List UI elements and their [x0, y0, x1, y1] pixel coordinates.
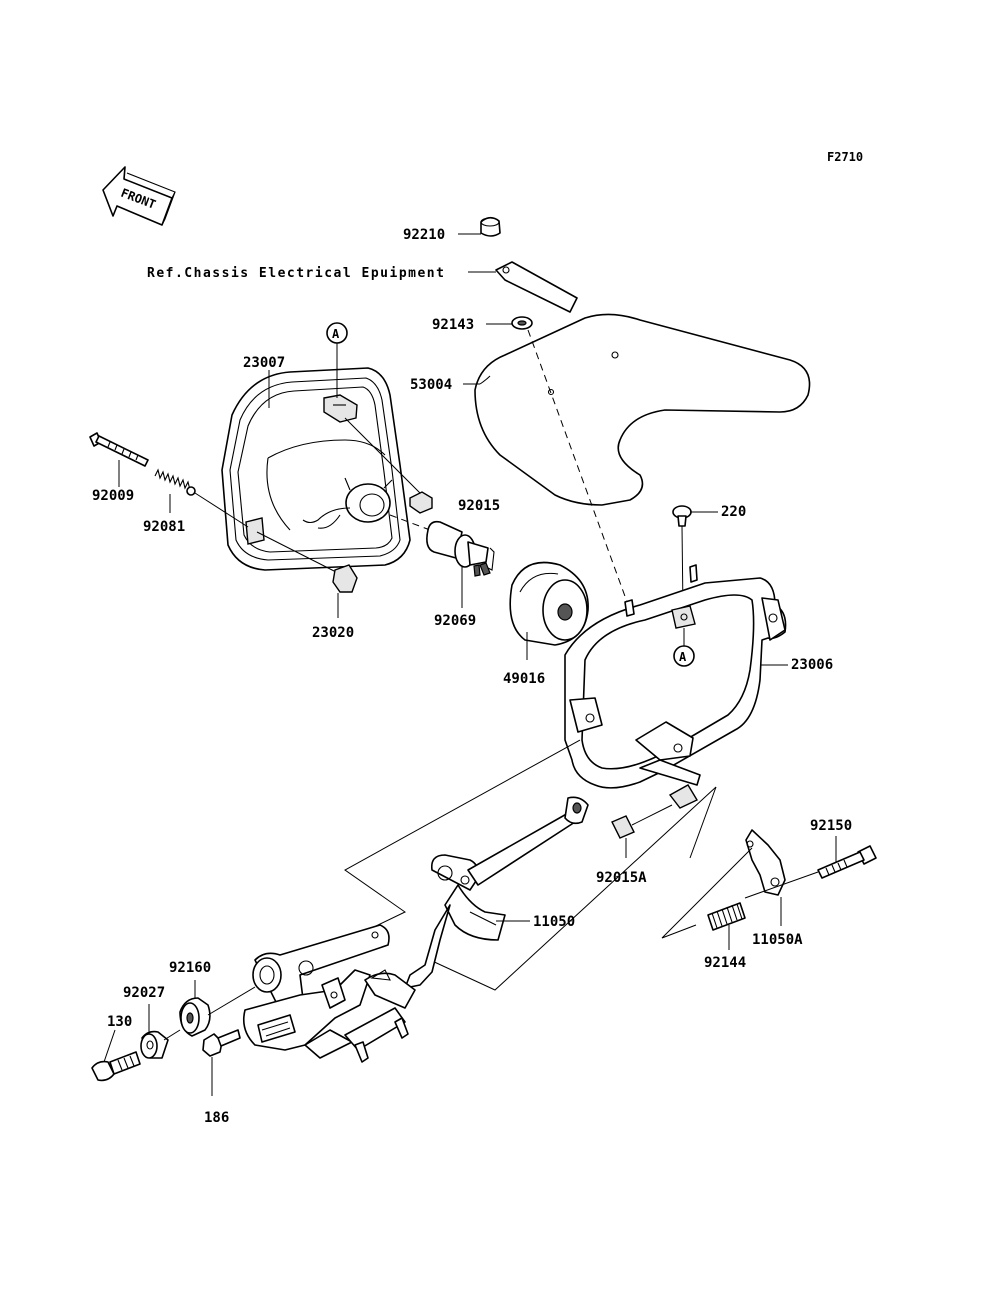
headlight-unit-23007 — [221, 367, 411, 571]
reference-note: Ref.Chassis Electrical Epuipment — [147, 266, 445, 281]
ref-strap — [495, 261, 578, 313]
part-label-220: 220 — [721, 504, 746, 520]
callout-a-frame-label: A — [679, 650, 687, 664]
lower-mount-bracket — [242, 924, 416, 1063]
part-label-11050: 11050 — [533, 914, 575, 930]
screw-220 — [672, 505, 692, 527]
part-label-92015A: 92015A — [596, 870, 647, 886]
part-label-92081: 92081 — [143, 519, 185, 535]
part-label-92015: 92015 — [458, 498, 500, 514]
spring-92081 — [154, 468, 196, 496]
spring-92144 — [707, 902, 746, 931]
bolt-186 — [202, 1029, 241, 1057]
part-label-23007: 23007 — [243, 355, 285, 371]
part-label-92144: 92144 — [704, 955, 746, 971]
part-label-186: 186 — [204, 1110, 229, 1126]
callout-a-top: A — [326, 322, 348, 344]
part-label-92143: 92143 — [432, 317, 474, 333]
clip-92015A-2 — [668, 784, 698, 809]
bolt-92150 — [817, 845, 877, 879]
bolt-92009 — [89, 432, 149, 467]
bolt-130 — [91, 1051, 141, 1082]
part-label-130: 130 — [107, 1014, 132, 1030]
part-label-92069: 92069 — [434, 613, 476, 629]
nut-23020 — [332, 564, 358, 593]
front-arrow-icon: FRONT — [102, 166, 176, 226]
part-label-53004: 53004 — [410, 377, 452, 393]
collar-92027 — [140, 1030, 169, 1059]
part-label-92160: 92160 — [169, 960, 211, 976]
callout-a-top-label: A — [332, 327, 340, 341]
bracket-11050 — [404, 796, 589, 989]
part-label-92027: 92027 — [123, 985, 165, 1001]
callout-a-frame: A — [673, 645, 695, 667]
part-label-92009: 92009 — [92, 488, 134, 504]
part-label-11050A: 11050A — [752, 932, 803, 948]
part-label-23020: 23020 — [312, 625, 354, 641]
washer-92143 — [511, 316, 533, 330]
cover-plate-53004 — [474, 313, 811, 506]
clip-small-right — [409, 491, 433, 514]
clip-92015A-1 — [611, 815, 635, 839]
part-label-92210: 92210 — [403, 227, 445, 243]
part-label-23006: 23006 — [791, 657, 833, 673]
bracket-11050A — [745, 829, 786, 896]
part-label-92150: 92150 — [810, 818, 852, 834]
part-label-49016: 49016 — [503, 671, 545, 687]
bulb-cover-49016 — [509, 561, 589, 646]
cap-92210 — [480, 216, 501, 237]
bulb-92069 — [426, 520, 495, 577]
frame-23006 — [564, 564, 787, 789]
figure-code: F2710 — [827, 150, 863, 164]
grommet-92160 — [179, 997, 211, 1037]
